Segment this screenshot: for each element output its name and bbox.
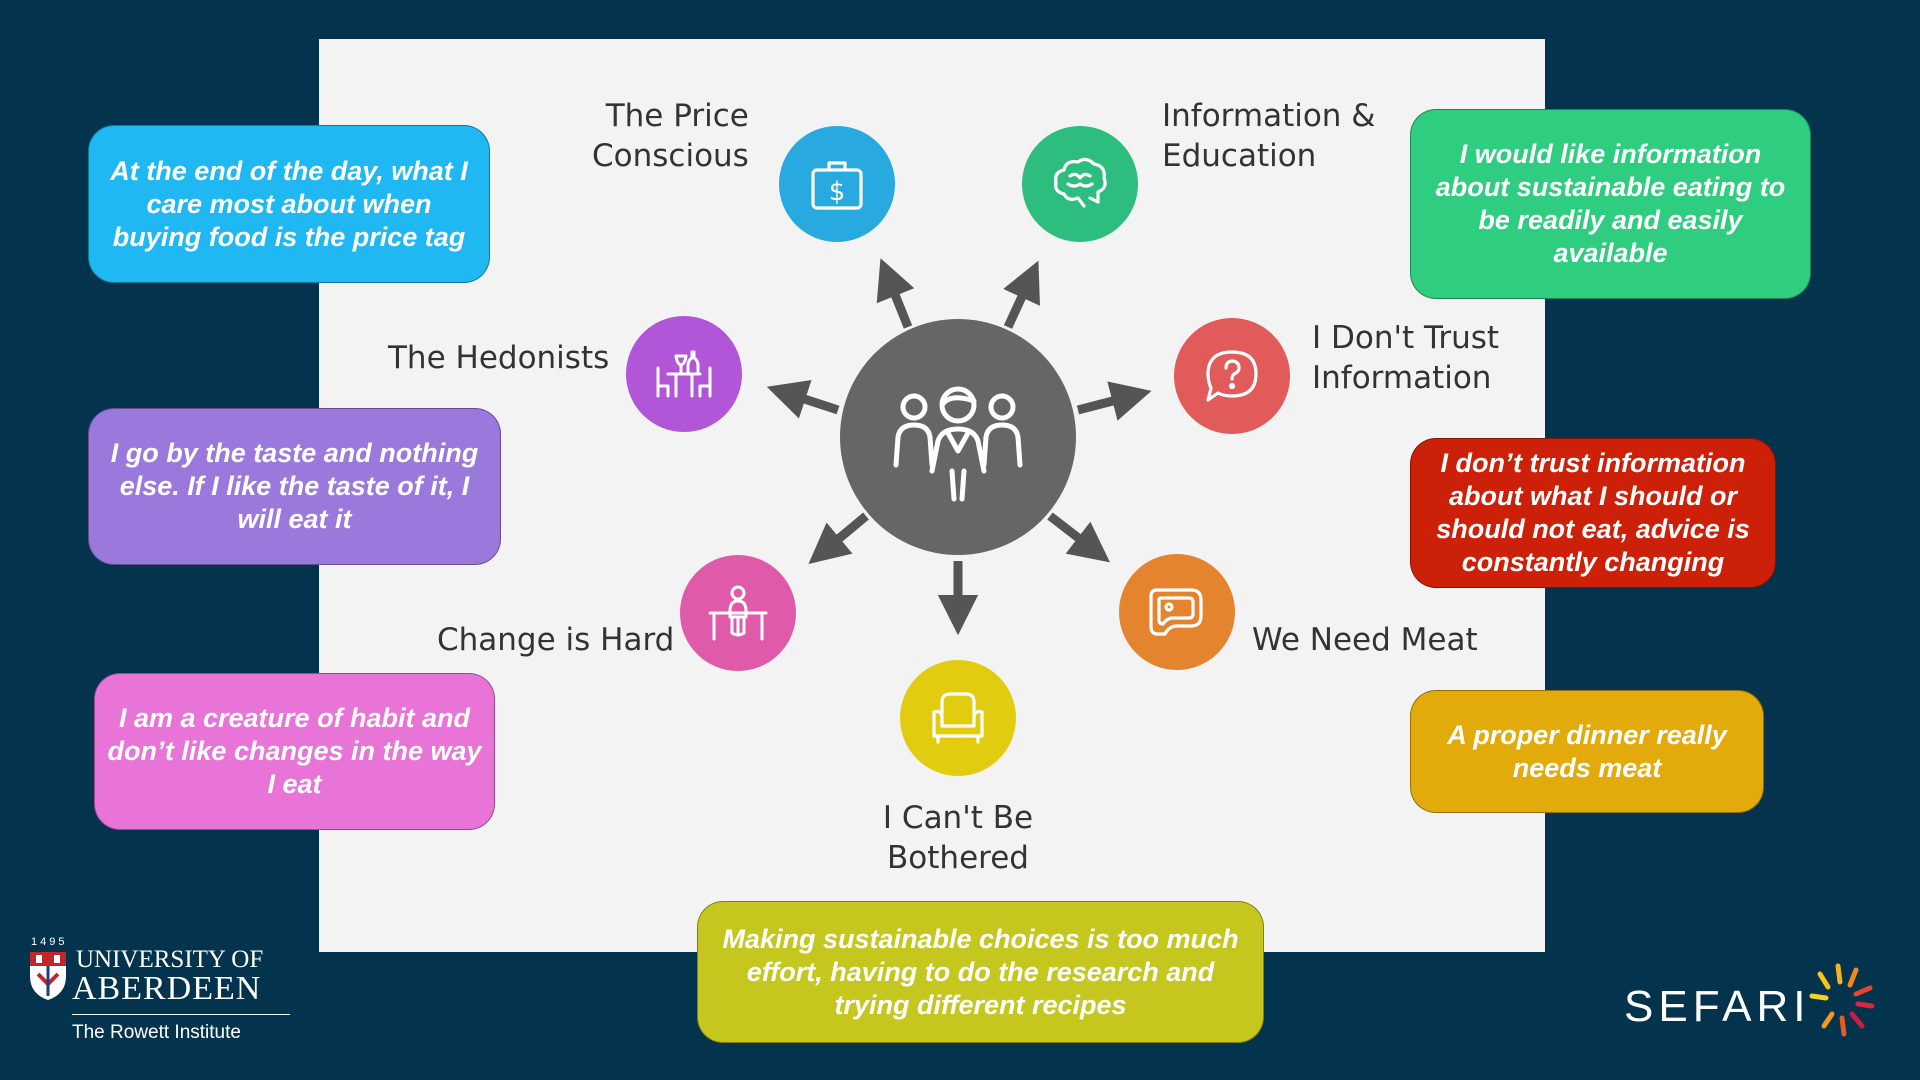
arrow-information-education [1003,260,1040,329]
sefari-logo: SEFARI [1622,960,1882,1040]
node-need-meat [1119,554,1235,670]
node-price-conscious: $ [779,126,895,242]
node-change-hard [680,555,796,671]
arrow-hedonists [766,380,840,419]
quote-cant-be-bothered: Making sustainable choices is too much e… [697,901,1264,1043]
uoa-divider [72,1014,290,1015]
person-at-desk-icon [708,585,768,641]
university-crest-icon [30,952,66,1000]
uoa-year: 1495 [31,936,68,948]
node-hedonists [626,316,742,432]
hub-circle [840,319,1076,555]
quote-hedonists: I go by the taste and nothing else. If I… [88,408,501,565]
sefari-wordmark: SEFARI [1624,982,1811,1031]
armchair-icon [932,692,984,744]
label-cant-be-bothered: I Can't Be Bothered [882,800,1034,876]
arrow-need-meat [1047,512,1111,563]
node-cant-be-bothered [900,660,1016,776]
dining-table-icon [656,350,712,398]
briefcase-dollar-icon: $ [811,161,863,210]
university-of-aberdeen-logo: 1495 UNIVERSITY OF ABERDEEN The Rowett I… [28,936,290,1048]
quote-change-hard: I am a creature of habit and don’t like … [94,673,495,830]
quote-price-conscious: At the end of the day, what I care most … [88,125,490,283]
arrow-price-conscious [876,258,915,329]
arrow-change-hard [808,512,869,564]
meat-steak-icon [1149,588,1203,636]
uoa-subtitle: The Rowett Institute [72,1022,241,1043]
quote-need-meat: A proper dinner really needs meat [1410,690,1764,813]
node-dont-trust [1174,318,1290,434]
question-bubble-icon [1206,350,1258,402]
label-price-conscious: The Price Conscious [592,98,749,174]
uoa-line1: UNIVERSITY OF [76,946,264,973]
label-dont-trust: I Don't Trust Information [1312,320,1500,396]
quote-information-education: I would like information about sustainab… [1410,109,1811,299]
label-information-education: Information & Education [1162,98,1376,174]
svg-text:$: $ [829,177,846,207]
brain-icon [1054,157,1107,208]
node-information-education [1022,126,1138,242]
label-change-hard: Change is Hard [437,622,675,658]
sunburst-icon [1809,963,1875,1037]
uoa-line2: ABERDEEN [72,970,262,1007]
quote-dont-trust: I don’t trust information about what I s… [1410,438,1776,588]
label-need-meat: We Need Meat [1252,622,1478,658]
label-hedonists: The Hedonists [388,340,610,376]
arrow-dont-trust [1076,381,1152,421]
people-group-icon [893,386,1023,502]
